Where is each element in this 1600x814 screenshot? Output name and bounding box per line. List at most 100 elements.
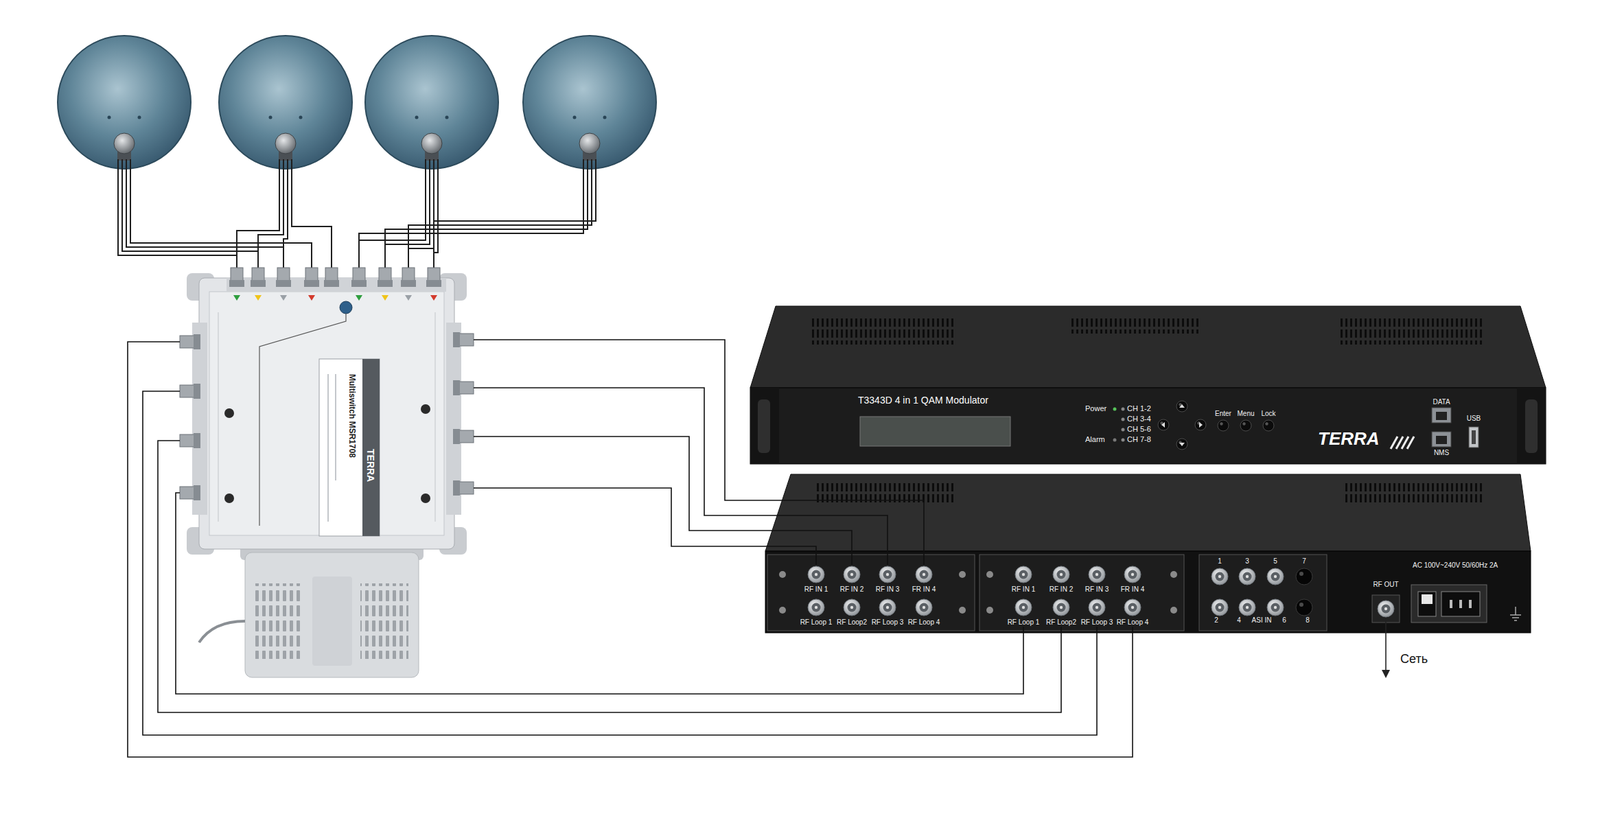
- port-label: RF IN 3: [1083, 585, 1112, 594]
- port-label: NMS: [1433, 448, 1449, 458]
- modulator-rear-chassis: [779, 606, 786, 614]
- satellite-dish: [269, 116, 273, 120]
- port-label: RF IN 1: [1009, 585, 1038, 594]
- f-connector: [453, 380, 460, 396]
- rf-port: RF IN 3: [1083, 564, 1112, 594]
- f-connector: [193, 383, 201, 399]
- modulator-rear-chassis: [1512, 617, 1520, 619]
- asi-input-block: 135724ASI IN68: [1199, 554, 1327, 630]
- port-label: FR IN 4: [910, 585, 939, 594]
- rf-port: FR IN 4: [910, 564, 939, 594]
- rf-out-port: RF OUT: [1370, 580, 1401, 620]
- panel-button: [1195, 419, 1207, 431]
- gain-dial: [420, 404, 431, 414]
- dish-cable: [385, 159, 588, 268]
- satellite-dish: [415, 116, 419, 120]
- network-port: [1431, 407, 1452, 423]
- power-supply: [312, 576, 353, 666]
- bnc-connector: [1377, 600, 1395, 618]
- modulator-rear-chassis: [1421, 594, 1433, 605]
- f-connector: [304, 280, 320, 287]
- modulator-rear-chassis: [765, 474, 1531, 633]
- brand-logo: TERRA: [1317, 428, 1380, 450]
- bnc-connector: [1238, 568, 1256, 585]
- network-port: [1471, 430, 1476, 445]
- indicator-label: CH 5-6: [1127, 424, 1152, 434]
- port-number: 1: [1217, 557, 1222, 566]
- port-label: RF Loop 3: [1079, 618, 1116, 627]
- modulator-rear-chassis: [1411, 584, 1487, 623]
- dish-cable: [385, 159, 430, 268]
- bnc-connector: [1295, 599, 1313, 616]
- model-label: Multiswitch MSR1708: [347, 374, 357, 458]
- modulator-front-chassis: [1070, 317, 1202, 334]
- panel-button: [1161, 422, 1165, 428]
- port-label: DATA: [1432, 398, 1450, 407]
- coax-cable: [473, 436, 852, 565]
- modulator-front-chassis: [1338, 317, 1483, 345]
- multiswitch-housing: [192, 322, 208, 515]
- status-led: [1121, 438, 1126, 443]
- multiswitch-housing: [218, 312, 219, 522]
- f-connector: [453, 480, 460, 496]
- network-port: [1431, 431, 1452, 447]
- coax-cable: [157, 440, 1062, 713]
- multiswitch-sticker: [319, 358, 380, 537]
- port-label: RF OUT: [1370, 580, 1401, 589]
- satellite-dish: [57, 35, 657, 169]
- power-supply: [245, 552, 419, 678]
- port-label: RF Loop2: [1044, 618, 1079, 627]
- bnc-connector: [1052, 566, 1070, 583]
- bnc-connector: [1124, 599, 1141, 616]
- power-supply: [360, 583, 409, 659]
- polarity-marker: [355, 295, 363, 301]
- port-label: RF Loop2: [834, 618, 869, 627]
- output-arrow: [1381, 669, 1390, 679]
- rf-port: RF IN 1: [1009, 564, 1038, 594]
- dish-cable: [433, 159, 596, 268]
- power-supply: [199, 542, 424, 678]
- f-connector: [400, 280, 416, 287]
- gain-dial: [339, 301, 353, 314]
- rf-port: RF Loop 4: [1114, 597, 1152, 627]
- f-connector: [193, 485, 201, 501]
- bnc-connector: [807, 599, 825, 616]
- multiswitch-sticker: [362, 358, 380, 537]
- modulator-front-panel: T3343D 4 in 1 QAM ModulatorPowerCH 1-2CH…: [750, 306, 1546, 465]
- modulator-front-chassis: [1516, 387, 1546, 465]
- panel-button: [1179, 404, 1185, 408]
- indicator-label: CH 1-2: [1127, 404, 1152, 414]
- bnc-connector: [807, 566, 1395, 618]
- polarity-marker: [430, 295, 438, 301]
- port-label: RF IN 2: [838, 585, 867, 594]
- polarity-marker: [254, 295, 262, 301]
- modulator-rear-chassis: [1345, 481, 1483, 503]
- bnc-connector: [915, 599, 933, 616]
- f-connector: [377, 280, 393, 287]
- multiswitch-housing: [209, 291, 445, 536]
- dish-cable: [130, 159, 312, 268]
- satellite-dish: [603, 116, 607, 120]
- gain-dial: [420, 493, 431, 504]
- terra-logo-stripes: [1407, 436, 1414, 449]
- bnc-connector: [1015, 566, 1032, 583]
- panel-button: [1176, 438, 1188, 450]
- modulator-rear-chassis: [1510, 614, 1522, 616]
- coax-cable: [473, 387, 888, 565]
- button-label: Menu: [1236, 409, 1255, 419]
- f-connector: [193, 433, 201, 449]
- satellite-dish: [573, 116, 577, 120]
- network-port: [1435, 411, 1447, 421]
- bnc-connector: [1088, 599, 1106, 616]
- coax-cable: [473, 488, 817, 565]
- modulator-rear-chassis: [958, 571, 966, 578]
- satellite-dish: [299, 116, 303, 120]
- polarity-marker: [381, 295, 389, 301]
- multiswitch-housing: [199, 277, 455, 550]
- f-connector: [453, 429, 460, 445]
- bnc-connector: [1267, 599, 1284, 616]
- bnc-connector: [1088, 566, 1106, 583]
- output-arrow: [1385, 617, 1387, 672]
